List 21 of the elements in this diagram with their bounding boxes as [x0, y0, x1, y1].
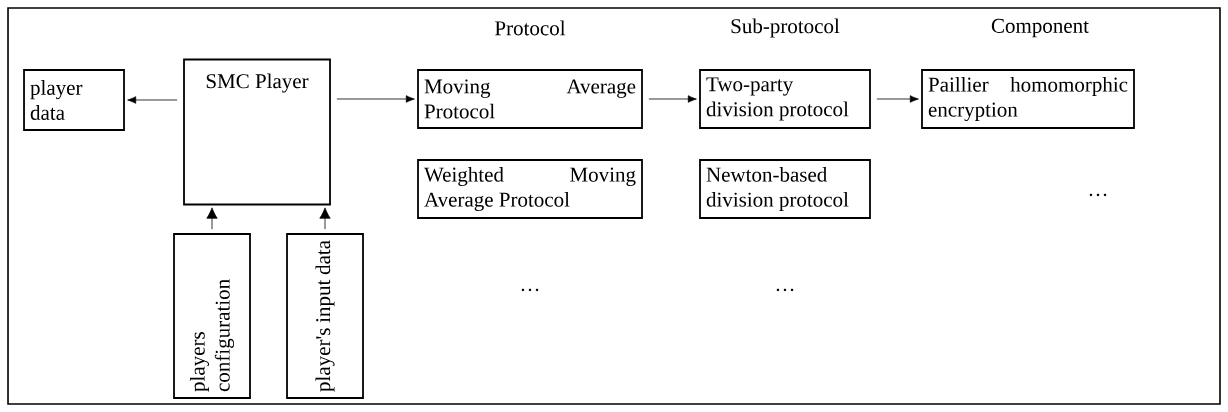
ellipsis: …	[1089, 193, 1107, 197]
process-box: Weighted Moving Average Protocol	[417, 159, 643, 219]
process-box: Two-party division protocol	[699, 69, 871, 129]
column-heading: Component	[991, 18, 1089, 38]
column-heading: Protocol	[495, 20, 566, 36]
arrow	[648, 95, 697, 103]
process-box: player data	[23, 69, 125, 131]
input-box: player's input data	[286, 233, 364, 399]
arrow	[319, 207, 331, 230]
input-box: players configuration	[173, 233, 251, 399]
arrow	[336, 95, 415, 103]
process-box: Moving Average Protocol	[417, 69, 643, 129]
player-box: SMC Player	[183, 58, 331, 206]
arrow	[127, 96, 178, 104]
ellipsis: …	[521, 288, 539, 292]
process-box: Paillier homomorphic encryption	[921, 69, 1135, 129]
column-heading: Sub-protocol	[731, 18, 840, 38]
arrow	[206, 207, 218, 230]
process-box: Newton-based division protocol	[699, 159, 871, 219]
ellipsis: …	[776, 288, 794, 292]
arrow	[876, 95, 919, 103]
